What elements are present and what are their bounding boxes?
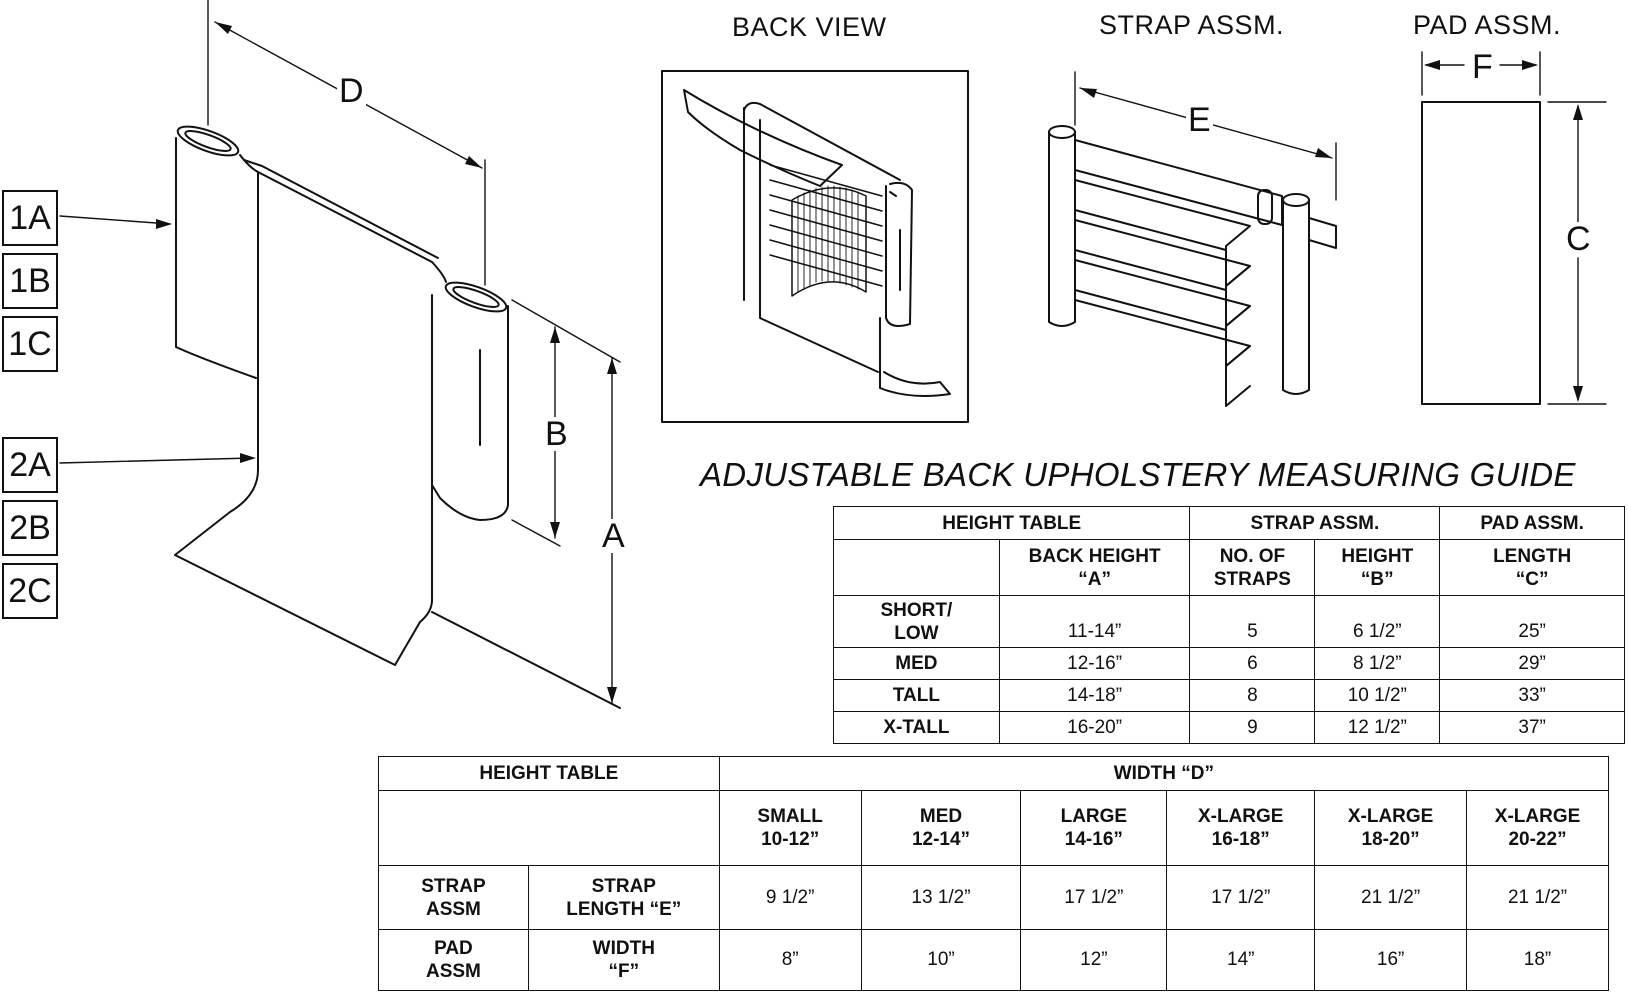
strap-assembly-drawing xyxy=(1048,71,1337,407)
cell-value: 17 1/2” xyxy=(1020,865,1168,930)
callout-1c: 1C xyxy=(2,316,58,372)
table-row: TALL 14-18” 8 10 1/2” 33” xyxy=(833,679,1625,712)
dimension-a-label: A xyxy=(600,517,627,555)
dimension-b-label: B xyxy=(543,415,570,453)
guide-title: ADJUSTABLE BACK UPHOLSTERY MEASURING GUI… xyxy=(700,456,1576,493)
cell-value: 13 1/2” xyxy=(860,865,1022,930)
cell-straps: 5 xyxy=(1189,595,1316,648)
cell-value: 8” xyxy=(718,929,862,991)
table2-group-height: HEIGHT TABLE xyxy=(378,756,720,791)
cell-value: 16” xyxy=(1314,929,1468,991)
callout-2a: 2A xyxy=(2,437,58,493)
table1-col-height-b: HEIGHT“B” xyxy=(1314,539,1441,596)
row-size-label: SHORT/LOW xyxy=(833,595,1000,648)
cell-length-c: 37” xyxy=(1439,711,1625,744)
row-measure-label: WIDTH“F” xyxy=(527,929,720,991)
table1-group-height: HEIGHT TABLE xyxy=(832,506,1191,540)
cell-height-b: 10 1/2” xyxy=(1314,679,1441,712)
dimension-d-label: D xyxy=(337,72,366,110)
upholstery-drawing xyxy=(174,125,621,709)
pad-assm-title: PAD ASSM. xyxy=(1413,10,1562,40)
cell-back-height: 12-16” xyxy=(998,647,1191,680)
cell-height-b: 12 1/2” xyxy=(1314,711,1441,744)
table-row: SHORT/LOW 11-14” 5 6 1/2” 25” xyxy=(833,595,1625,648)
table2-group-width: WIDTH “D” xyxy=(718,756,1610,791)
dimension-e-label: E xyxy=(1186,101,1213,139)
callout-1a: 1A xyxy=(2,190,58,246)
callout-2c: 2C xyxy=(2,563,58,619)
cell-straps: 6 xyxy=(1189,647,1316,680)
cell-value: 12” xyxy=(1020,929,1168,991)
cell-value: 10” xyxy=(860,929,1022,991)
row-size-label: X-TALL xyxy=(833,711,1000,744)
row-size-label: MED xyxy=(833,647,1000,680)
back-view-drawing xyxy=(661,70,969,423)
height-table: HEIGHT TABLE STRAP ASSM. PAD ASSM. BACK … xyxy=(832,506,1625,744)
cell-height-b: 6 1/2” xyxy=(1314,595,1441,648)
callout-2b: 2B xyxy=(2,500,58,556)
cell-length-c: 33” xyxy=(1439,679,1625,712)
back-view-title: BACK VIEW xyxy=(732,12,887,42)
cell-value: 14” xyxy=(1166,929,1316,991)
table1-blank-header xyxy=(833,539,1000,596)
cell-straps: 9 xyxy=(1189,711,1316,744)
table2-blank-header xyxy=(378,790,720,866)
cell-value: 17 1/2” xyxy=(1166,865,1316,930)
cell-length-c: 29” xyxy=(1439,647,1625,680)
table1-group-strap: STRAP ASSM. xyxy=(1189,506,1441,540)
cell-back-height: 11-14” xyxy=(998,595,1191,648)
cell-length-c: 25” xyxy=(1439,595,1625,648)
cell-value: 21 1/2” xyxy=(1466,865,1609,930)
cell-back-height: 14-18” xyxy=(998,679,1191,712)
table1-col-length-c: LENGTH“C” xyxy=(1439,539,1625,596)
table-row: X-TALL 16-20” 9 12 1/2” 37” xyxy=(833,711,1625,744)
cell-value: 9 1/2” xyxy=(718,865,862,930)
table1-group-pad: PAD ASSM. xyxy=(1439,506,1625,540)
cell-value: 21 1/2” xyxy=(1314,865,1468,930)
callout-1b: 1B xyxy=(2,253,58,309)
cell-height-b: 8 1/2” xyxy=(1314,647,1441,680)
cell-value: 18” xyxy=(1466,929,1609,991)
strap-assm-title: STRAP ASSM. xyxy=(1099,10,1285,40)
cell-back-height: 16-20” xyxy=(998,711,1191,744)
cell-straps: 8 xyxy=(1189,679,1316,712)
table-row: MED 12-16” 6 8 1/2” 29” xyxy=(833,647,1625,680)
row-size-label: TALL xyxy=(833,679,1000,712)
dimension-f-label: F xyxy=(1470,48,1495,86)
dimension-c-label: C xyxy=(1564,220,1593,258)
table1-col-back-height: BACK HEIGHT“A” xyxy=(998,539,1191,596)
